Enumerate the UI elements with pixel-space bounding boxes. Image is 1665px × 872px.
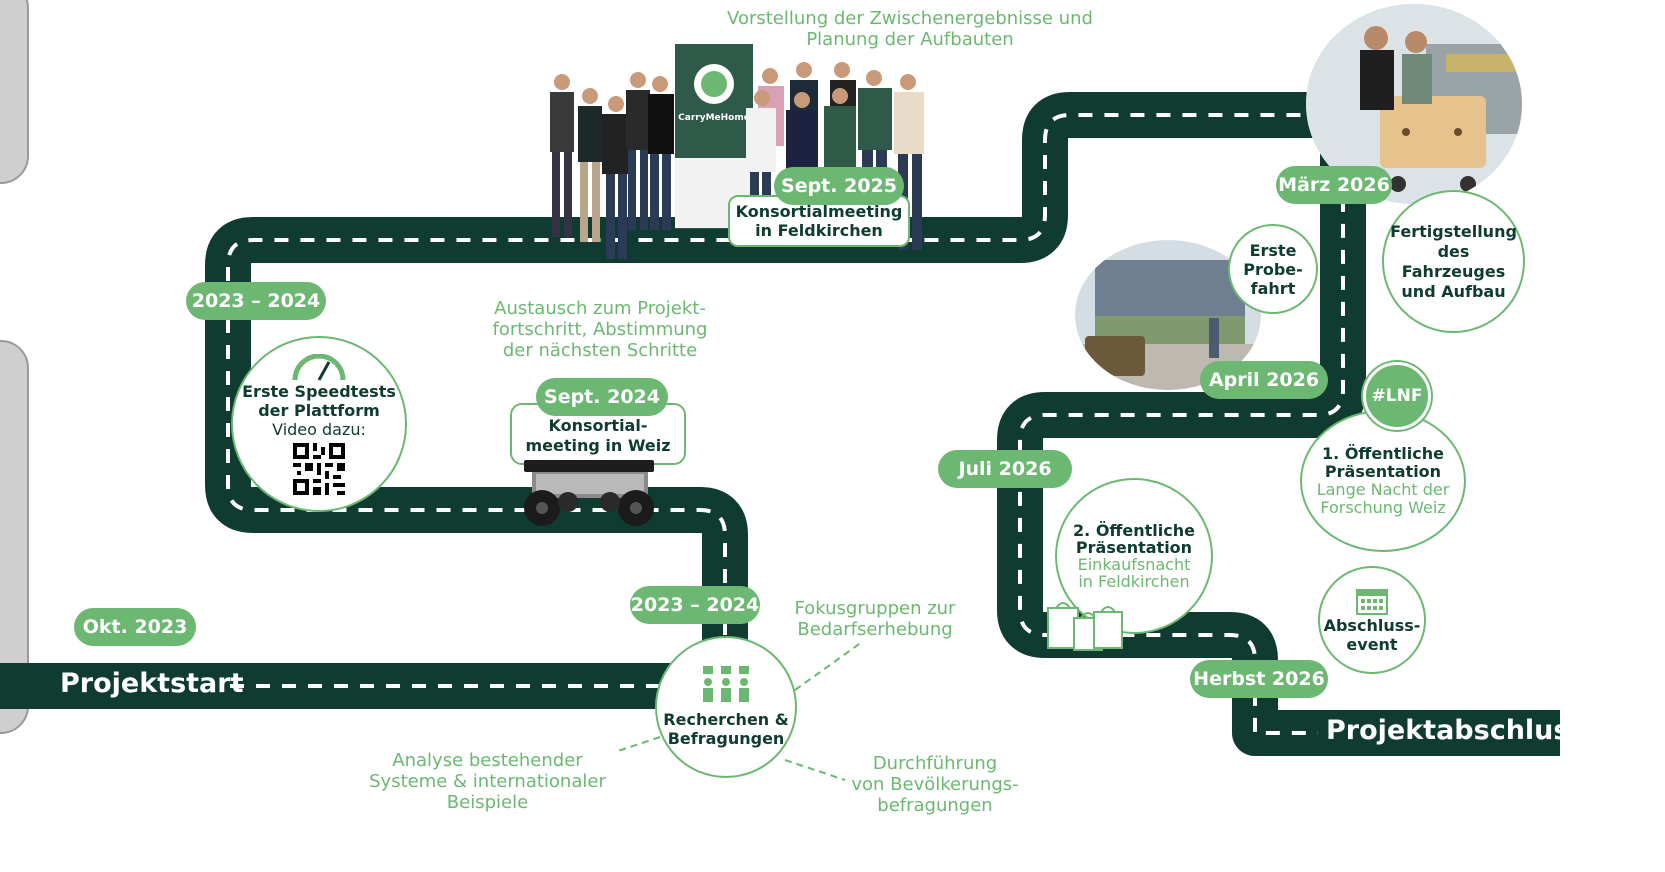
lnf-badge: #LNF <box>1363 362 1431 430</box>
vehicle-title-2: des Fahrzeuges <box>1401 241 1506 281</box>
final-event-title-2: event <box>1346 635 1398 654</box>
weiz-note-line-1: Austausch zum Projekt- <box>494 298 706 319</box>
presentation1-title-2: Präsentation <box>1324 462 1442 481</box>
feldkirchen-date-pill: Sept. 2025 <box>774 167 904 205</box>
presentation2-date-pill: Juli 2026 <box>938 450 1072 488</box>
research-date-pill: 2023 – 2024 <box>630 586 760 624</box>
speedtests-subtitle: Video dazu: <box>272 419 366 439</box>
research-title-1: Recherchen & <box>663 710 789 729</box>
test-drive-bubble: Erste Probe- fahrt <box>1228 224 1318 314</box>
presentation2-sub-2: in Feldkirchen <box>1078 572 1190 591</box>
survey-note-line-1: Durchführung <box>872 753 998 774</box>
qr-code-icon <box>293 442 345 495</box>
feldkirchen-note-line-2: Planung der Aufbauten <box>806 29 1014 50</box>
speedometer-icon <box>292 353 346 381</box>
weiz-note: Austausch zum Projekt- fortschritt, Abst… <box>470 298 730 361</box>
robot-platform-image <box>524 460 654 526</box>
analysis-note-line-3: Beispiele <box>446 792 529 813</box>
test-drive-title-3: fahrt <box>1250 278 1296 298</box>
survey-note: Durchführung von Bevölkerungs- befragung… <box>835 753 1035 816</box>
survey-note-line-3: befragungen <box>877 795 993 816</box>
shopping-bags-icon <box>1047 602 1123 651</box>
focus-note-line-2: Bedarfserhebung <box>797 619 953 640</box>
survey-people-icon <box>703 666 749 702</box>
research-title-2: Befragungen <box>667 729 785 748</box>
speedtests-title-1: Erste Speedtests <box>242 381 396 401</box>
side-panel-top <box>0 0 29 184</box>
presentation2-title-1: 2. Öffentliche <box>1073 521 1195 540</box>
vehicle-bubble: Fertigstellung des Fahrzeuges und Aufbau <box>1382 190 1525 333</box>
speedtests-title-2: der Plattform <box>258 400 380 420</box>
feldkirchen-note-line-1: Vorstellung der Zwischenergebnisse und <box>727 8 1093 29</box>
lnf-badge-text: #LNF <box>1371 386 1423 406</box>
feldkirchen-note: Vorstellung der Zwischenergebnisse und P… <box>700 8 1120 50</box>
start-date-pill: Okt. 2023 <box>74 608 196 646</box>
presentation2-bubble: 2. Öffentliche Präsentation Einkaufsnach… <box>1055 478 1213 634</box>
presentation2-title-2: Präsentation <box>1075 538 1193 557</box>
speedtests-date-pill: 2023 – 2024 <box>186 282 326 320</box>
analysis-note-line-2: Systeme & internationaler <box>369 771 606 792</box>
feldkirchen-title-2: in Feldkirchen <box>755 221 883 240</box>
weiz-title-1: Konsortial- <box>548 416 648 435</box>
focus-note-line-1: Fokusgruppen zur <box>794 598 956 619</box>
presentation1-bubble: 1. Öffentliche Präsentation Lange Nacht … <box>1300 410 1466 552</box>
final-event-title-1: Abschluss- <box>1323 616 1421 635</box>
presentation2-sub-1: Einkaufsnacht <box>1077 555 1191 574</box>
calendar-icon <box>1356 589 1388 615</box>
vehicle-title-1: Fertigstellung <box>1390 221 1517 241</box>
presentation1-date-pill: April 2026 <box>1200 361 1328 399</box>
projektabschluss-label: Projektabschluss <box>1326 715 1586 746</box>
presentation1-sub-2: Forschung Weiz <box>1320 498 1446 517</box>
projektstart-label: Projektstart <box>60 668 244 699</box>
test-drive-title-1: Erste <box>1249 240 1297 260</box>
vehicle-date-pill: März 2026 <box>1276 166 1392 204</box>
vehicle-title-3: und Aufbau <box>1401 281 1506 301</box>
research-bubble: Recherchen & Befragungen <box>655 636 797 778</box>
analysis-note-line-1: Analyse bestehender <box>392 750 583 771</box>
survey-note-line-2: von Bevölkerungs- <box>851 774 1019 795</box>
final-event-bubble: Abschluss- event <box>1318 566 1426 674</box>
presentation1-sub-1: Lange Nacht der <box>1316 480 1450 499</box>
presentation1-title-1: 1. Öffentliche <box>1322 444 1444 463</box>
weiz-title-2: meeting in Weiz <box>525 436 671 455</box>
weiz-note-line-2: fortschritt, Abstimmung <box>492 319 708 340</box>
feldkirchen-meeting-box: Konsortialmeeting in Feldkirchen <box>728 195 910 247</box>
weiz-note-line-3: der nächsten Schritte <box>502 340 698 361</box>
final-event-date-pill: Herbst 2026 <box>1190 660 1328 698</box>
test-drive-title-2: Probe- <box>1243 259 1303 279</box>
feldkirchen-title-1: Konsortialmeeting <box>735 202 903 221</box>
speedtests-bubble: Erste Speedtests der Plattform Video daz… <box>231 336 407 512</box>
focus-groups-note: Fokusgruppen zur Bedarfserhebung <box>770 598 980 640</box>
analysis-note: Analyse bestehender Systeme & internatio… <box>360 750 615 813</box>
weiz-date-pill: Sept. 2024 <box>536 378 668 416</box>
banner-brand-text: CarryMeHome <box>678 113 750 123</box>
